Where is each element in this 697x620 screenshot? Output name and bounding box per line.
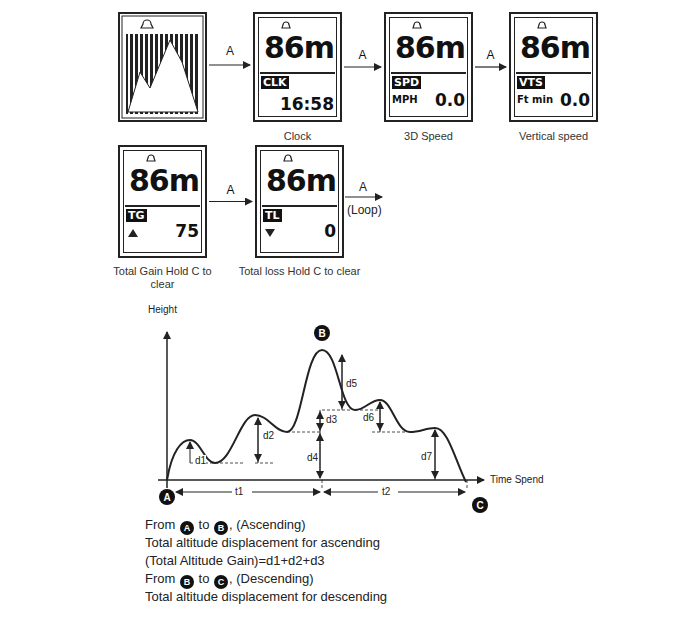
divider-line xyxy=(262,205,337,207)
mode-tag: TL xyxy=(263,209,282,222)
point-letter: A xyxy=(180,521,194,535)
mode-arrow xyxy=(209,201,252,202)
screen-caption: Vertical speed xyxy=(486,130,621,143)
trend-triangle xyxy=(265,229,275,237)
note-text: to xyxy=(199,571,210,586)
alarm-icon xyxy=(281,153,295,163)
point-letter: C xyxy=(214,575,228,589)
key-label: A xyxy=(359,180,367,194)
value-reading: 0.0 xyxy=(435,90,465,110)
display-screen: 86mTG75Total Gain Hold C to clear xyxy=(118,145,207,258)
screen-caption: Clock xyxy=(230,130,365,143)
alarm-icon xyxy=(410,20,424,30)
axis-label: Time Spend xyxy=(490,474,544,485)
point-marker: B xyxy=(314,325,330,341)
point-letter: A xyxy=(163,492,170,503)
note-text: From xyxy=(145,517,175,532)
note-text: , (Ascending) xyxy=(229,517,306,532)
alarm-icon xyxy=(279,20,293,30)
screen-caption: Total loss Hold C to clear xyxy=(237,265,362,278)
point-letter: B xyxy=(180,575,194,589)
value-reading: 0.0 xyxy=(560,90,590,110)
graph-screen xyxy=(119,13,206,121)
mode-tag: TG xyxy=(126,209,147,222)
dimension-label: d6 xyxy=(363,412,374,423)
note-line: From A to B, (Ascending) xyxy=(145,517,306,535)
display-screen: 86mVTSFt min0.0Vertical speed xyxy=(509,12,598,122)
mode-tag: CLK xyxy=(261,76,289,89)
dimension-label: d3 xyxy=(326,414,337,425)
key-label: A xyxy=(485,49,495,62)
value-reading: 16:58 xyxy=(280,94,334,114)
display-screen: 86mCLK16:58Clock xyxy=(253,12,342,122)
note-text: , (Descending) xyxy=(229,571,314,586)
dimension-label: d4 xyxy=(307,452,318,463)
altitude-reading: 86m xyxy=(395,30,465,65)
note-text: Total altitude displacement for descendi… xyxy=(145,589,387,604)
mode-arrow xyxy=(344,66,381,67)
note-text: to xyxy=(199,517,210,532)
dimension-label: t2 xyxy=(382,486,390,497)
note-line: (Total Altitude Gain)=d1+d2+d3 xyxy=(145,553,325,568)
dimension-label: t1 xyxy=(235,486,243,497)
mode-arrow xyxy=(475,66,506,67)
note-text: Total altitude displacement for ascendin… xyxy=(145,535,380,550)
altitude-reading: 86m xyxy=(266,163,336,198)
key-label: A xyxy=(225,184,235,197)
alarm-icon xyxy=(144,153,158,163)
loop-arrow xyxy=(345,196,382,197)
unit-label: Ft min xyxy=(517,94,553,105)
dimension-label: d5 xyxy=(346,378,357,389)
altitude-reading: 86m xyxy=(520,30,590,65)
screen-caption: Total Gain Hold C to clear xyxy=(100,265,225,291)
trend-triangle xyxy=(128,229,138,237)
point-marker: A xyxy=(159,489,175,505)
mode-tag: VTS xyxy=(517,76,545,89)
point-letter: B xyxy=(318,328,325,339)
value-reading: 75 xyxy=(175,221,199,241)
value-reading: 0 xyxy=(324,221,336,241)
display-screen: 86mTL0Total loss Hold C to clear xyxy=(255,145,344,258)
note-line: Total altitude displacement for descendi… xyxy=(145,589,387,604)
divider-line xyxy=(260,72,335,74)
display-screen: 86mSPDMPH0.03D Speed xyxy=(384,12,473,122)
note-line: Total altitude displacement for ascendin… xyxy=(145,535,380,550)
key-label: A xyxy=(226,44,234,58)
divider-line xyxy=(391,72,466,74)
divider-line xyxy=(125,205,200,207)
axis-label: (Loop) xyxy=(347,203,382,217)
point-letter: B xyxy=(214,521,228,535)
altitude-reading: 86m xyxy=(264,30,334,65)
axis-label: Height xyxy=(148,304,177,315)
point-letter: C xyxy=(476,500,483,511)
dimension-label: d1 xyxy=(195,455,206,466)
mode-arrow xyxy=(209,64,250,65)
altitude-reading: 86m xyxy=(129,163,199,198)
dimension-label: d2 xyxy=(263,430,274,441)
dimension-label: d7 xyxy=(421,451,432,462)
unit-label: MPH xyxy=(392,94,418,105)
altitude-graph xyxy=(158,332,484,492)
note-line: From B to C, (Descending) xyxy=(145,571,314,589)
note-text: From xyxy=(145,571,175,586)
alarm-icon xyxy=(535,20,549,30)
point-marker: C xyxy=(472,497,488,513)
mode-tag: SPD xyxy=(392,76,421,89)
screen-caption: 3D Speed xyxy=(361,130,496,143)
key-label: A xyxy=(357,49,367,62)
note-text: (Total Altitude Gain)=d1+d2+d3 xyxy=(145,553,325,568)
divider-line xyxy=(516,72,591,74)
